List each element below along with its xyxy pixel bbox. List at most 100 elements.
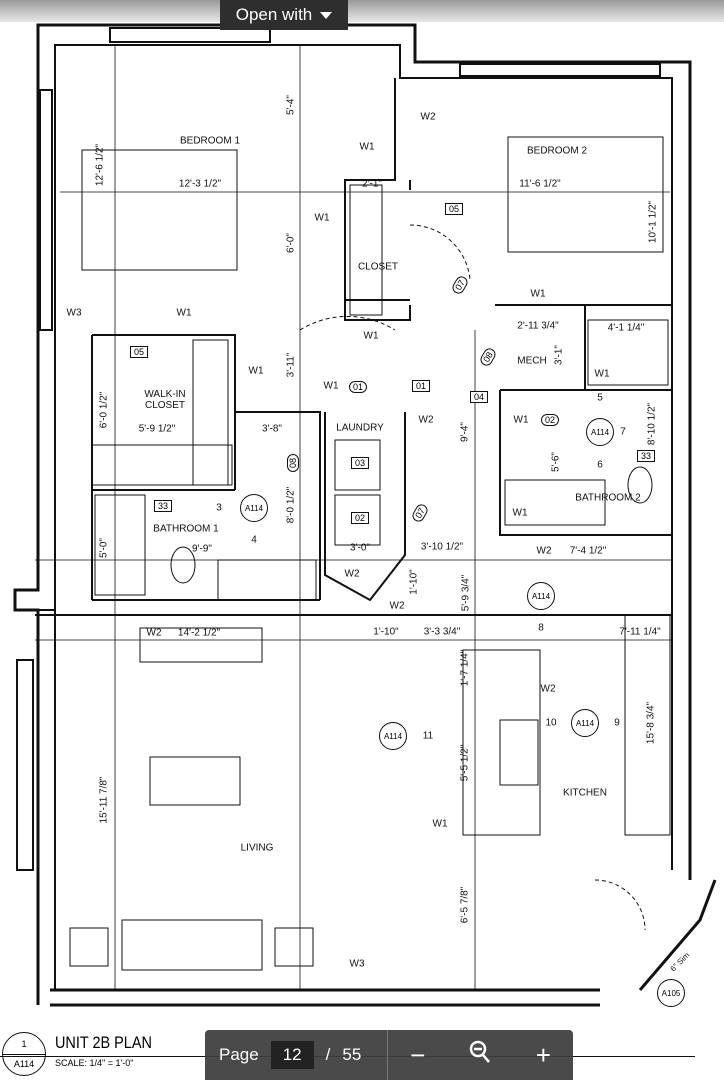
door-tag: 08 [287, 453, 299, 473]
dimension: 6'-0 1/2" [98, 391, 110, 429]
dimension: 14'-2 1/2" [177, 627, 221, 639]
pdf-viewer-toolbar: Page 12 / 55 − + [205, 1030, 573, 1080]
room-label-laundry: LAUNDRY [336, 422, 384, 434]
open-with-label: Open with [235, 5, 313, 24]
callout-divider [3, 1054, 45, 1055]
dimension: 5'-9 1/2" [138, 423, 176, 435]
exterior-walls [13, 23, 717, 1007]
dimension: 5'-0" [98, 538, 110, 558]
wall-type: W1 [363, 330, 379, 342]
wall-type: W1 [176, 307, 192, 319]
detail-callout: 1 A114 [2, 1032, 46, 1076]
dimension: 2'-11 3/4" [517, 320, 559, 332]
chevron-down-icon [320, 11, 333, 19]
fixtures [69, 136, 671, 971]
room-label-mech: MECH [517, 355, 547, 367]
wall-type: W1 [594, 368, 610, 380]
door-tag: 01 [411, 380, 431, 392]
zoom-controls: − + [388, 1040, 573, 1071]
elevation-ref[interactable]: A114 [571, 709, 599, 737]
dimension: 12'-6 1/2" [94, 143, 106, 187]
wall-type: W2 [389, 600, 405, 612]
open-with-button[interactable]: Open with [220, 0, 348, 30]
wall-type: W1 [530, 288, 546, 300]
dimension: 7'-11 1/4" [619, 626, 661, 638]
wall-type: W1 [512, 507, 528, 519]
dimension: 5'-5 1/2" [459, 744, 471, 782]
dimension: 3'-3 3/4" [423, 626, 461, 638]
dimension: 10'-1 1/2" [647, 200, 659, 244]
dimension: 11'-6 1/2" [519, 178, 561, 190]
viewer-top-shade [0, 0, 724, 22]
elevation-ref-number: 5 [597, 392, 603, 404]
elevation-ref-number: 8 [538, 622, 544, 634]
zoom-in-button[interactable]: + [535, 1039, 551, 1070]
appliance-tag: 03 [350, 457, 370, 469]
room-label-bedroom-1: BEDROOM 1 [179, 135, 241, 147]
zoom-reset-icon[interactable] [469, 1040, 491, 1071]
door-tag: 01 [348, 381, 368, 393]
dimension: 15'-8 3/4" [645, 701, 657, 745]
wall-type: W3 [349, 958, 365, 970]
room-label-living: LIVING [240, 842, 274, 854]
wall-type: W1 [359, 141, 375, 153]
dimension: 3'-0" [350, 542, 370, 554]
door-tag: 02 [540, 414, 560, 426]
room-label-kitchen: KITCHEN [563, 787, 607, 799]
wall-type: W2 [540, 683, 556, 695]
door-tag: 04 [469, 391, 489, 403]
elevation-ref[interactable]: A114 [379, 722, 407, 750]
room-label-bathroom-2: BATHROOM 2 [575, 492, 641, 504]
room-label-walk-in-closet: WALK-IN CLOSET [144, 389, 186, 411]
elevation-ref[interactable]: A114 [586, 418, 614, 446]
drawing-scale: SCALE: 1/4" = 1'-0" [55, 1058, 134, 1068]
dimension: 3'-11" [285, 352, 297, 378]
dimension: 8'-0 1/2" [285, 486, 297, 524]
room-label-closet: CLOSET [357, 261, 399, 273]
elevation-ref-number: 9 [614, 717, 620, 729]
wall-type: W2 [536, 545, 552, 557]
wall-type: W3 [66, 307, 82, 319]
wall-type: W1 [513, 414, 529, 426]
dimension: 3'-8" [262, 423, 282, 435]
dimension: 5'-9 3/4" [460, 574, 472, 612]
page-separator: / [325, 1045, 331, 1064]
dimension: 3'-10 1/2" [420, 541, 464, 553]
wall-type: W2 [146, 627, 162, 639]
wall-type: W1 [248, 365, 264, 377]
wall-type: W1 [432, 818, 448, 830]
wall-type: W1 [323, 380, 339, 392]
dimension: 1'-10" [408, 569, 420, 595]
wall-type: W1 [314, 212, 330, 224]
appliance-tag: 02 [350, 512, 370, 524]
dimension: 6'-0" [285, 233, 297, 253]
fixture-tag: 33 [153, 500, 173, 512]
detail-sheet: A114 [13, 1059, 35, 1069]
elevation-ref-number: 3 [216, 502, 222, 514]
dimension: 8'-10 1/2" [646, 402, 658, 446]
elevation-ref[interactable]: A114 [527, 582, 555, 610]
zoom-out-button[interactable]: − [410, 1039, 426, 1070]
dimension: 7'-4 1/2" [569, 545, 607, 557]
elevation-ref-number: 10 [545, 717, 557, 729]
dimension: 9'-9" [192, 543, 212, 555]
room-label-bathroom-1: BATHROOM 1 [153, 523, 219, 535]
wall-type: W2 [420, 111, 436, 123]
dimension: 12'-3 1/2" [178, 178, 222, 190]
dimension: 5'-4" [285, 95, 297, 115]
dimension: 9'-4" [459, 422, 471, 442]
elevation-ref[interactable]: A114 [240, 494, 268, 522]
dimension: 1'-10" [373, 626, 399, 638]
dimension: 2'-1" [362, 178, 382, 190]
door-tag: 05 [444, 203, 464, 215]
dimension: 1'-7 1/4" [459, 649, 471, 687]
drawing-title: UNIT 2B PLAN [55, 1033, 152, 1052]
page-number-input[interactable]: 12 [270, 1041, 314, 1069]
elevation-ref-number: 6 [597, 459, 603, 471]
dimension: 15'-11 7/8" [98, 776, 110, 824]
dimension: 5'-6" [550, 452, 562, 472]
total-pages: 55 [342, 1045, 362, 1064]
section-ref[interactable]: A105 [657, 979, 685, 1007]
dimension-lines [35, 45, 672, 990]
